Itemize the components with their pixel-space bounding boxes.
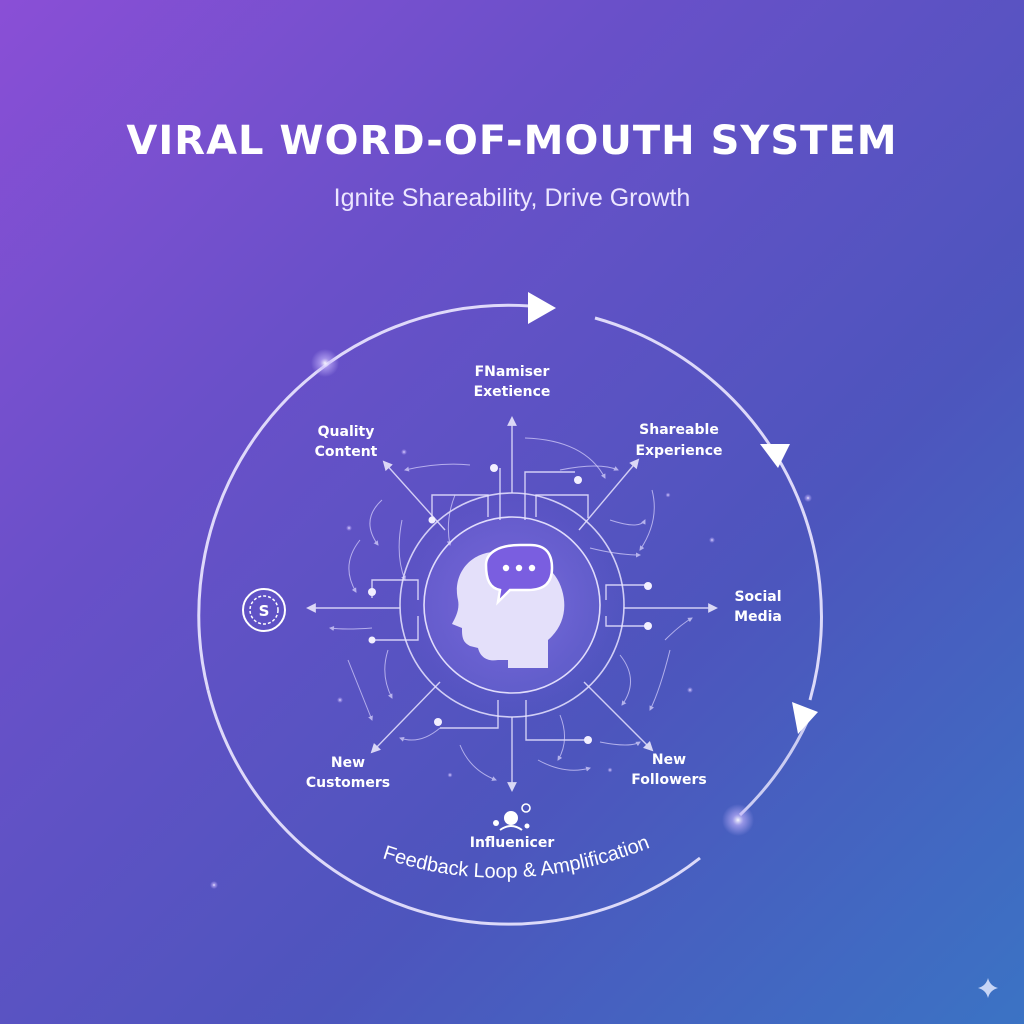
node-label-shareable-line1: Shareable	[639, 422, 719, 438]
connector-node	[428, 516, 436, 524]
page-title: VIRAL WORD-OF-MOUTH SYSTEM	[126, 118, 898, 164]
node-label-followers-line1: New	[652, 752, 686, 768]
influencer-people-icon	[493, 803, 531, 831]
node-label-social-line2: Media	[734, 609, 782, 625]
node-label-followers-line2: Followers	[631, 772, 707, 788]
spoke-lines	[306, 416, 718, 792]
loop-arrow-bottom-right-icon	[792, 702, 818, 734]
glow-spark	[401, 449, 407, 455]
connector-node	[644, 582, 652, 590]
glow-spark	[665, 492, 671, 498]
dollar-coin-icon: S	[242, 588, 286, 632]
connector-node	[368, 588, 376, 596]
sparkle-icon	[978, 978, 998, 998]
curved-arrows	[329, 437, 693, 781]
head-speech-bubble-icon	[452, 543, 565, 668]
node-label-social-line1: Social	[734, 589, 781, 605]
loop-arrow-top-icon	[528, 292, 556, 324]
glow-spark	[687, 687, 693, 693]
glow-spark	[210, 881, 218, 889]
glow-spark	[607, 767, 613, 773]
loop-arrow-right-icon	[760, 444, 790, 468]
node-label-quality-line1: Quality	[318, 424, 375, 440]
node-label-customers-line2: Customers	[306, 775, 390, 791]
node-label-customers-line1: New	[331, 755, 365, 771]
glow-spark	[709, 537, 715, 543]
glow-spark	[311, 349, 339, 377]
node-label-top-line2: Exetience	[474, 384, 551, 400]
connector-node	[434, 718, 442, 726]
connector-node	[574, 476, 582, 484]
node-label-top-line1: FNamiser	[475, 364, 550, 380]
connector-node	[644, 622, 652, 630]
glow-spark	[337, 697, 343, 703]
node-label-shareable-line2: Experience	[635, 443, 722, 459]
circuit-connectors	[368, 464, 652, 744]
connector-node	[490, 464, 498, 472]
glow-spark	[804, 494, 812, 502]
glow-spark	[346, 525, 352, 531]
node-label-influencer: Influenicer	[470, 835, 555, 851]
node-label-quality-line2: Content	[315, 444, 378, 460]
connector-node	[368, 636, 376, 644]
glow-spark	[722, 804, 754, 836]
coin-symbol: S	[259, 602, 270, 620]
page-subtitle: Ignite Shareability, Drive Growth	[333, 184, 691, 212]
glow-spark	[447, 772, 453, 778]
connector-node	[584, 736, 592, 744]
